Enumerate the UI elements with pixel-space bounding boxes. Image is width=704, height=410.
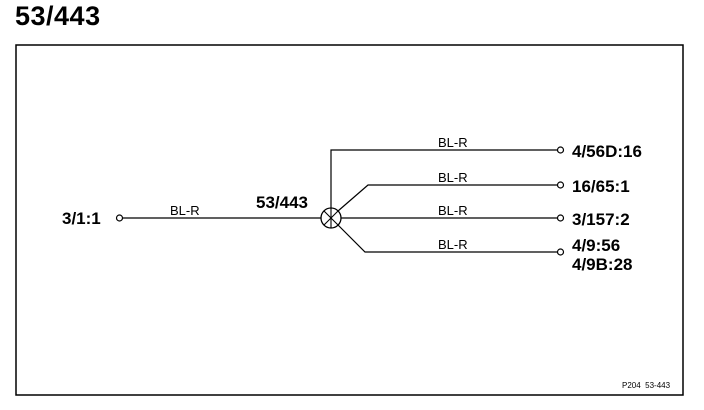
- branch-label-3b: 4/9B:28: [572, 255, 632, 274]
- page-title: 53/443: [15, 1, 101, 31]
- source-label: 3/1:1: [62, 209, 101, 228]
- branch-wire-color-1: BL-R: [438, 170, 468, 185]
- branch-wire-1: [337, 184, 557, 212]
- branch-wire-color-2: BL-R: [438, 203, 468, 218]
- branch-label-0: 4/56D:16: [572, 142, 642, 161]
- branch-wire-color-3: BL-R: [438, 237, 468, 252]
- source-terminal[interactable]: [115, 214, 124, 222]
- source-wire-color: BL-R: [170, 203, 200, 218]
- splice-node-icon[interactable]: [320, 207, 342, 229]
- branch-terminal-3[interactable]: [556, 248, 565, 256]
- branch-label-3a: 4/9:56: [572, 236, 620, 255]
- branch-terminal-2[interactable]: [556, 214, 565, 222]
- branch-wire-color-0: BL-R: [438, 135, 468, 150]
- branch-wire-3: [337, 224, 557, 253]
- footer-reference: P204 53-443: [622, 381, 671, 390]
- branch-label-2: 3/157:2: [572, 210, 630, 229]
- splice-label: 53/443: [256, 193, 308, 212]
- branch-label-1: 16/65:1: [572, 177, 630, 196]
- diagram-frame: [15, 44, 684, 396]
- branch-wire-0: [330, 149, 557, 208]
- branch-terminal-1[interactable]: [556, 181, 565, 189]
- branch-terminal-0[interactable]: [556, 146, 565, 154]
